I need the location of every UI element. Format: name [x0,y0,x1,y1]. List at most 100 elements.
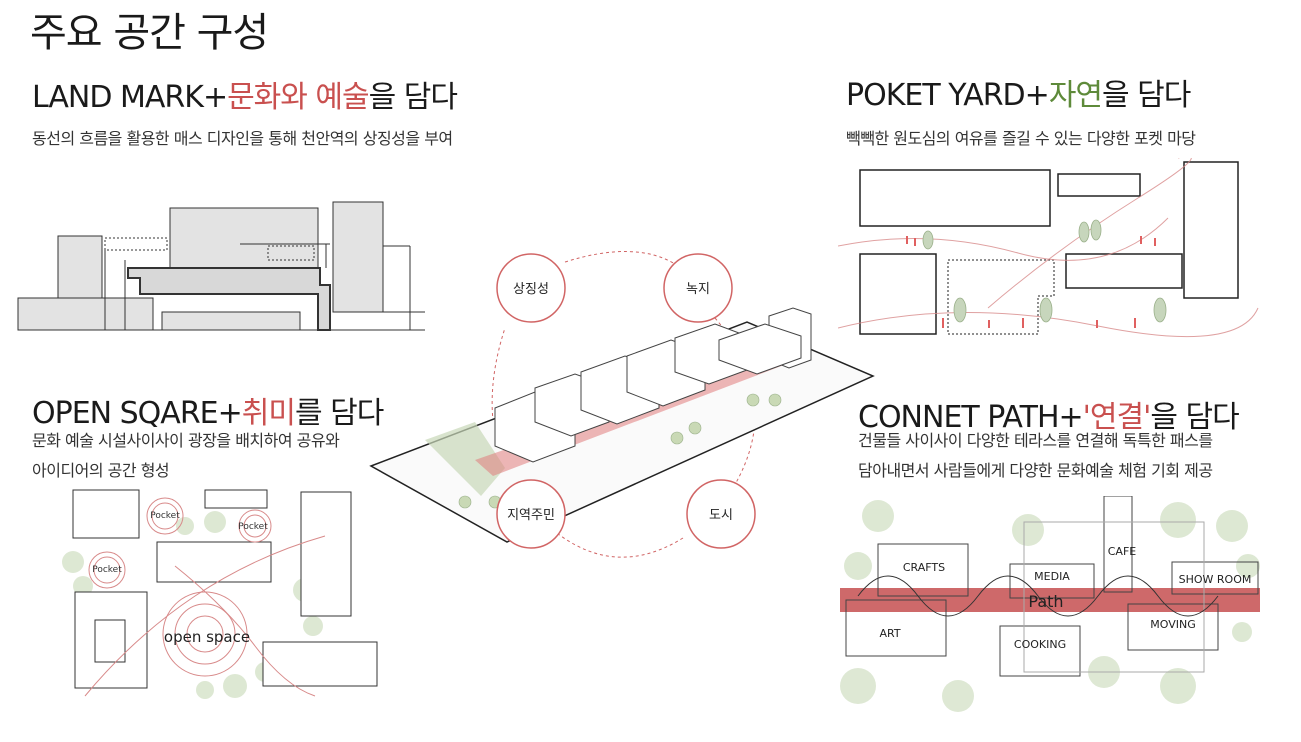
pocket-yard-title-accent: 자연 [1048,78,1103,113]
landmark-title-suffix: 을 담다 [368,80,458,115]
person-icon [906,236,908,244]
path-ribbon [127,267,331,331]
block-top-left [859,169,1051,227]
green-area [425,422,505,496]
person-icon [942,318,944,328]
connect-path-desc-line2: 담아내면서 사람들에게 다양한 문화예술 체험 기회 제공 [858,461,1213,480]
tree-icon [223,674,247,698]
circle-city [686,479,756,549]
open-square-desc: 문화 예술 시설사이사이 광장을 배치하여 공유와 아이디어의 공간 형성 [32,426,340,486]
open-square-desc-line1: 문화 예술 시설사이사이 광장을 배치하여 공유와 [32,431,340,450]
person-icon [1022,318,1024,328]
pocket-yard-plan-diagram [838,158,1259,338]
center-isometric-diagram: 상징성 녹지 지역주민 도시 [369,251,875,558]
open-square-title-suffix: 를 담다 [294,396,384,431]
person-icon [914,238,916,246]
flow-line-3 [987,158,1192,309]
person-icon [1154,238,1156,246]
tree-icon [688,421,702,435]
block [262,641,378,687]
program-box [999,625,1081,677]
circle-label-symbolism: 상징성 [513,282,549,297]
pocket-label: Pocket [150,511,180,521]
connect-path-desc-line1: 건물들 사이사이 다양한 테라스를 연결해 독특한 패스를 [858,431,1213,450]
mass-base-center [161,311,301,331]
person-icon [1134,318,1136,328]
tree-icon [670,431,684,445]
path-label: Path [1028,592,1063,611]
connect-path-desc: 건물들 사이사이 다양한 테라스를 연결해 독특한 패스를 담아내면서 사람들에… [858,426,1213,486]
dashed-box-left [104,237,168,251]
mass-block [718,323,802,375]
tree-icon [73,576,93,596]
open-space-ring [174,603,236,665]
program-box [877,543,969,597]
pocket-yard-title: POKET YARD+자연을 담다 [846,70,1191,114]
open-square-desc-line2: 아이디어의 공간 형성 [32,461,170,480]
block-inner [94,619,126,663]
circle-symbolism [496,253,566,323]
program-label-cafe: CAFE [1108,545,1137,558]
block [72,489,140,539]
tree-icon [1232,622,1252,642]
block-top-middle [1057,173,1141,197]
tree-icon [862,500,894,532]
mass-top-center [169,207,319,269]
pocket-ring [93,556,121,584]
connect-path-plus: + [1058,400,1084,435]
tree-icon [303,616,323,636]
pocket-ring [146,497,184,535]
frame-box [1023,521,1205,673]
pocket-yard-plus: + [1024,78,1050,113]
landmark-plus: + [202,80,228,115]
connect-path-program-diagram: Path CRAFTS MEDIA CAFE SHOW ROOM ART COO… [840,496,1260,712]
program-box [1103,496,1133,593]
circle-label-city: 도시 [709,508,733,523]
tree-icon [840,668,876,704]
open-space-label: open space [164,628,250,646]
block [300,491,352,617]
program-label-show-room: SHOW ROOM [1179,573,1252,586]
program-label-crafts: CRAFTS [903,561,945,574]
tree-icon [458,495,472,509]
connect-path-title: CONNET PATH+'연결'을 담다 [858,392,1240,436]
program-label-art: ART [879,627,900,640]
connect-path-title-accent: '연결' [1082,400,1152,435]
block [156,541,272,583]
tree-icon [1039,297,1053,323]
mass-right-tall [332,201,384,313]
tree-icon [768,393,782,407]
person-icon [1140,236,1142,244]
program-label-moving: MOVING [1150,618,1195,631]
pocket-yard-title-en: POKET YARD [846,78,1026,113]
flow-line-1 [838,217,1169,261]
tree-icon [1078,221,1090,243]
open-space-ring [186,615,224,653]
page-title: 주요 공간 구성 [30,10,269,56]
flow-line-2 [838,307,1259,338]
circle-label-residents: 지역주민 [507,508,555,523]
tree-icon [922,230,934,250]
tree-icon [1160,668,1196,704]
open-square-title: OPEN SQARE+취미를 담다 [32,388,384,432]
mass-base-left [17,297,154,331]
tree-icon [196,681,214,699]
tree-icon [1236,554,1260,578]
pocket-ring [238,509,272,543]
connect-path-title-suffix: 을 담다 [1150,400,1239,435]
program-box [1171,561,1259,595]
person-icon [1096,320,1098,328]
tree-icon [746,393,760,407]
pocket-yard-title-suffix: 을 담다 [1102,78,1191,113]
open-square-title-en: OPEN SQARE [32,396,219,431]
flow-line [174,565,316,697]
block-right-tall [1183,161,1239,299]
pocket-label: Pocket [238,522,268,532]
landmark-title: LAND MARK+문화와 예술을 담다 [32,72,458,116]
flow-line [84,535,326,697]
tree-icon [176,517,194,535]
circle-label-green: 녹지 [686,282,710,297]
circle-green [663,253,733,323]
program-box [1127,603,1219,651]
tree-icon [1153,297,1167,323]
